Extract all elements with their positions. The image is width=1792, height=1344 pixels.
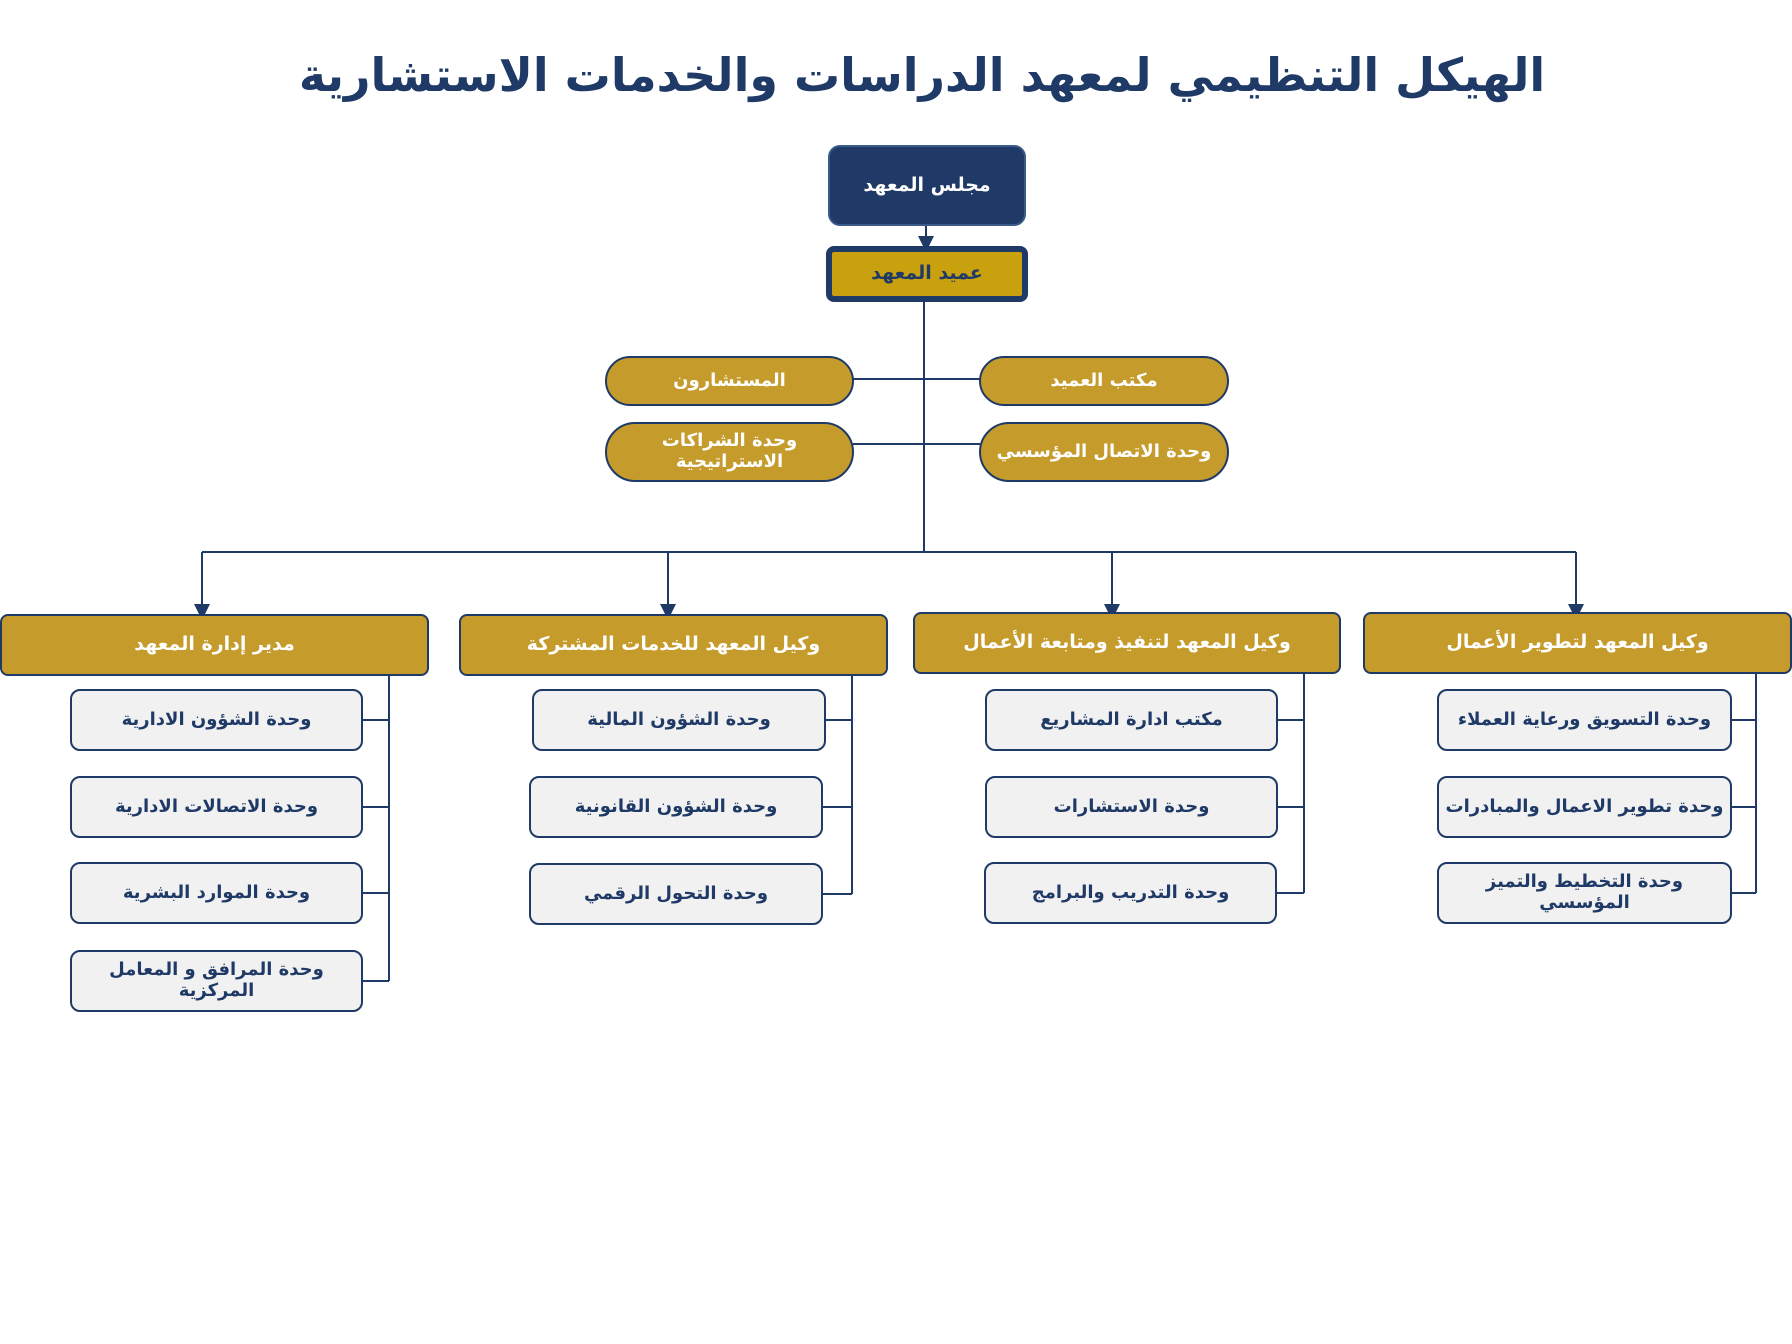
unit-planning-excellence: وحدة التخطيط والتميز المؤسسي xyxy=(1437,862,1732,924)
unit-digital-transformation: وحدة التحول الرقمي xyxy=(529,863,823,925)
unit-project-management-office: مكتب ادارة المشاريع xyxy=(985,689,1278,751)
unit-marketing-customer-care: وحدة التسويق ورعاية العملاء xyxy=(1437,689,1732,751)
branch-head-institute-admin: مدير إدارة المعهد xyxy=(0,614,429,676)
unit-legal-affairs: وحدة الشؤون القانونية xyxy=(529,776,823,838)
dean-office-box: مكتب العميد xyxy=(979,356,1229,406)
unit-human-resources: وحدة الموارد البشرية xyxy=(70,862,363,924)
unit-training-programs: وحدة التدريب والبرامج xyxy=(984,862,1277,924)
branch-head-shared-services: وكيل المعهد للخدمات المشتركة xyxy=(459,614,888,676)
unit-administrative-affairs: وحدة الشؤون الادارية xyxy=(70,689,363,751)
unit-business-development-initiatives: وحدة تطوير الاعمال والمبادرات xyxy=(1437,776,1732,838)
institute-council-box: مجلس المعهد xyxy=(828,145,1026,226)
corporate-communication-box: وحدة الاتصال المؤسسي xyxy=(979,422,1229,482)
unit-financial-affairs: وحدة الشؤون المالية xyxy=(532,689,826,751)
unit-facilities-central-labs: وحدة المرافق و المعامل المركزية xyxy=(70,950,363,1012)
consultants-box: المستشارون xyxy=(605,356,854,406)
unit-administrative-communications: وحدة الاتصالات الادارية xyxy=(70,776,363,838)
branch-head-business-development: وكيل المعهد لتطوير الأعمال xyxy=(1363,612,1792,674)
dean-box: عميد المعهد xyxy=(826,246,1028,302)
strategic-partnerships-box: وحدة الشراكات الاستراتيجية xyxy=(605,422,854,482)
branch-head-execution-followup: وكيل المعهد لتنفيذ ومتابعة الأعمال xyxy=(913,612,1341,674)
page-title: الهيكل التنظيمي لمعهد الدراسات والخدمات … xyxy=(298,48,1546,102)
unit-consultations: وحدة الاستشارات xyxy=(985,776,1278,838)
